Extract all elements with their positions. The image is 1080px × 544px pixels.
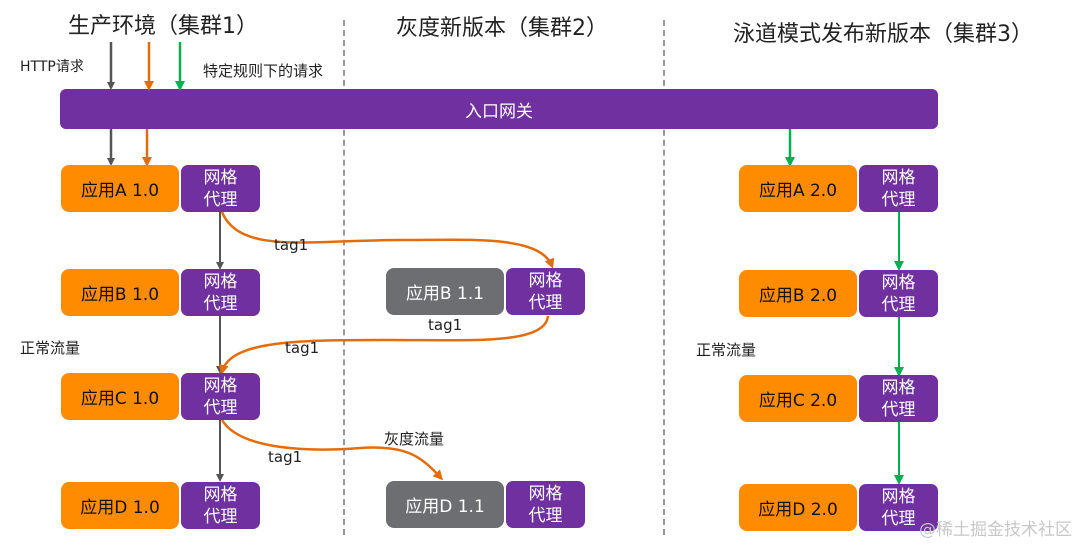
watermark: @稀土掘金技术社区	[919, 520, 1072, 540]
app-d-2-0: 应用D 2.0	[739, 484, 857, 531]
tag1-label-c: tag1	[285, 339, 320, 357]
mesh-proxy-b1: 网格代理	[181, 269, 260, 316]
tag1-label-a: tag1	[274, 236, 309, 254]
c1-to-d11-tag-curve	[220, 419, 444, 481]
tag1-label-d: tag1	[268, 448, 303, 466]
app-a-2-0: 应用A 2.0	[739, 165, 857, 212]
title-cluster3: 泳道模式发布新版本（集群3）	[733, 22, 1033, 47]
app-b-2-0: 应用B 2.0	[739, 270, 857, 317]
app-b-1-1: 应用B 1.1	[386, 268, 504, 315]
specific-rule-request-label: 特定规则下的请求	[203, 62, 324, 80]
normal-traffic-label-right: 正常流量	[696, 341, 757, 359]
mesh-proxy-c2: 网格代理	[859, 375, 938, 422]
mesh-proxy-b2: 网格代理	[859, 270, 938, 317]
mesh-proxy-d2: 网格代理	[859, 484, 938, 531]
normal-traffic-label-left: 正常流量	[20, 339, 81, 357]
http-request-label: HTTP请求	[20, 59, 84, 75]
divider-2-3	[663, 20, 665, 535]
ingress-gateway: 入口网关	[60, 89, 938, 129]
mesh-proxy-c1: 网格代理	[181, 373, 260, 420]
title-cluster1: 生产环境（集群1）	[68, 14, 258, 39]
app-d-1-0: 应用D 1.0	[61, 482, 179, 529]
tag1-label-b: tag1	[428, 316, 463, 334]
app-c-1-0: 应用C 1.0	[61, 373, 179, 420]
a1-to-b11-tag-curve	[220, 211, 555, 269]
mesh-proxy-b11: 网格代理	[506, 268, 585, 315]
app-a-1-0: 应用A 1.0	[61, 165, 179, 212]
divider-1-2	[343, 20, 345, 535]
mesh-proxy-d11: 网格代理	[506, 481, 585, 528]
mesh-proxy-d1: 网格代理	[181, 482, 260, 529]
gray-traffic-label: 灰度流量	[384, 430, 445, 448]
mesh-proxy-a1: 网格代理	[181, 165, 260, 212]
mesh-proxy-a2: 网格代理	[859, 165, 938, 212]
app-d-1-1: 应用D 1.1	[386, 481, 504, 528]
ingress-gateway-label: 入口网关	[465, 101, 533, 122]
app-b-1-0: 应用B 1.0	[61, 269, 179, 316]
b11-to-c1-tag-curve	[218, 315, 550, 375]
app-c-2-0: 应用C 2.0	[739, 375, 857, 422]
title-cluster2: 灰度新版本（集群2）	[396, 16, 608, 41]
